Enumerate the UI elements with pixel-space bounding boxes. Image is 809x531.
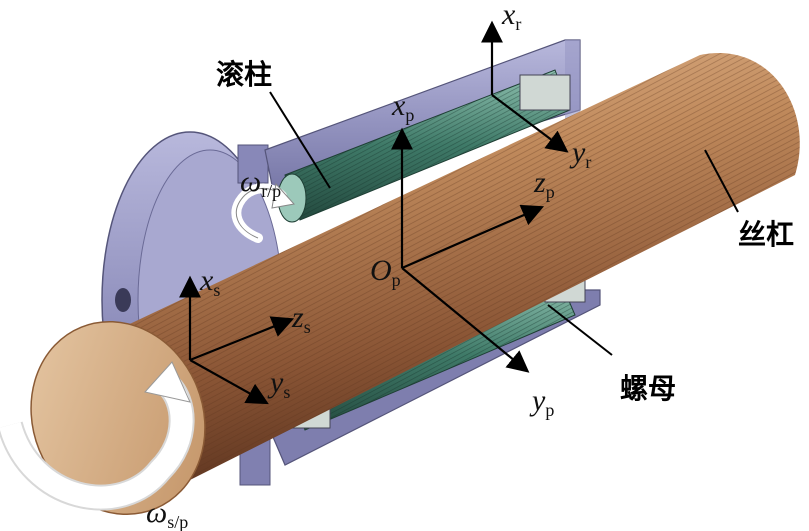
leader-roller — [269, 91, 331, 189]
label-yp: yp — [529, 384, 554, 420]
label-roller: 滚柱 — [216, 58, 272, 91]
axis-zs — [189, 316, 295, 362]
label-omega-sp: ωs/p — [146, 496, 188, 531]
axis-yp — [401, 267, 530, 373]
label-nut: 螺母 — [620, 372, 676, 405]
axes-nut-frame — [391, 127, 545, 373]
label-zs: zs — [291, 301, 311, 337]
roller-carrier-upper — [519, 74, 571, 111]
label-yr: yr — [569, 136, 591, 172]
leader-nut — [547, 304, 613, 356]
label-ys: ys — [267, 366, 290, 402]
axis-yr — [491, 94, 569, 153]
label-xp: xp — [391, 89, 414, 125]
label-xr: xr — [501, 0, 521, 34]
label-zp: zp — [533, 166, 555, 202]
flange-bolt-hole — [115, 288, 131, 312]
leader-screw — [704, 149, 739, 213]
upper-roller — [277, 69, 571, 223]
label-op: Op — [370, 254, 401, 290]
axes-roller-frame — [481, 20, 569, 153]
axis-ys — [189, 359, 269, 405]
axis-zp — [401, 204, 545, 270]
label-xs: xs — [199, 264, 220, 300]
label-omega-rp: ωr/p — [240, 165, 281, 201]
label-screw: 丝杠 — [738, 218, 794, 251]
roller-rotation-arrow — [231, 182, 295, 243]
screw-rotation-arrow — [0, 361, 195, 511]
axes-screw-frame — [179, 275, 295, 405]
